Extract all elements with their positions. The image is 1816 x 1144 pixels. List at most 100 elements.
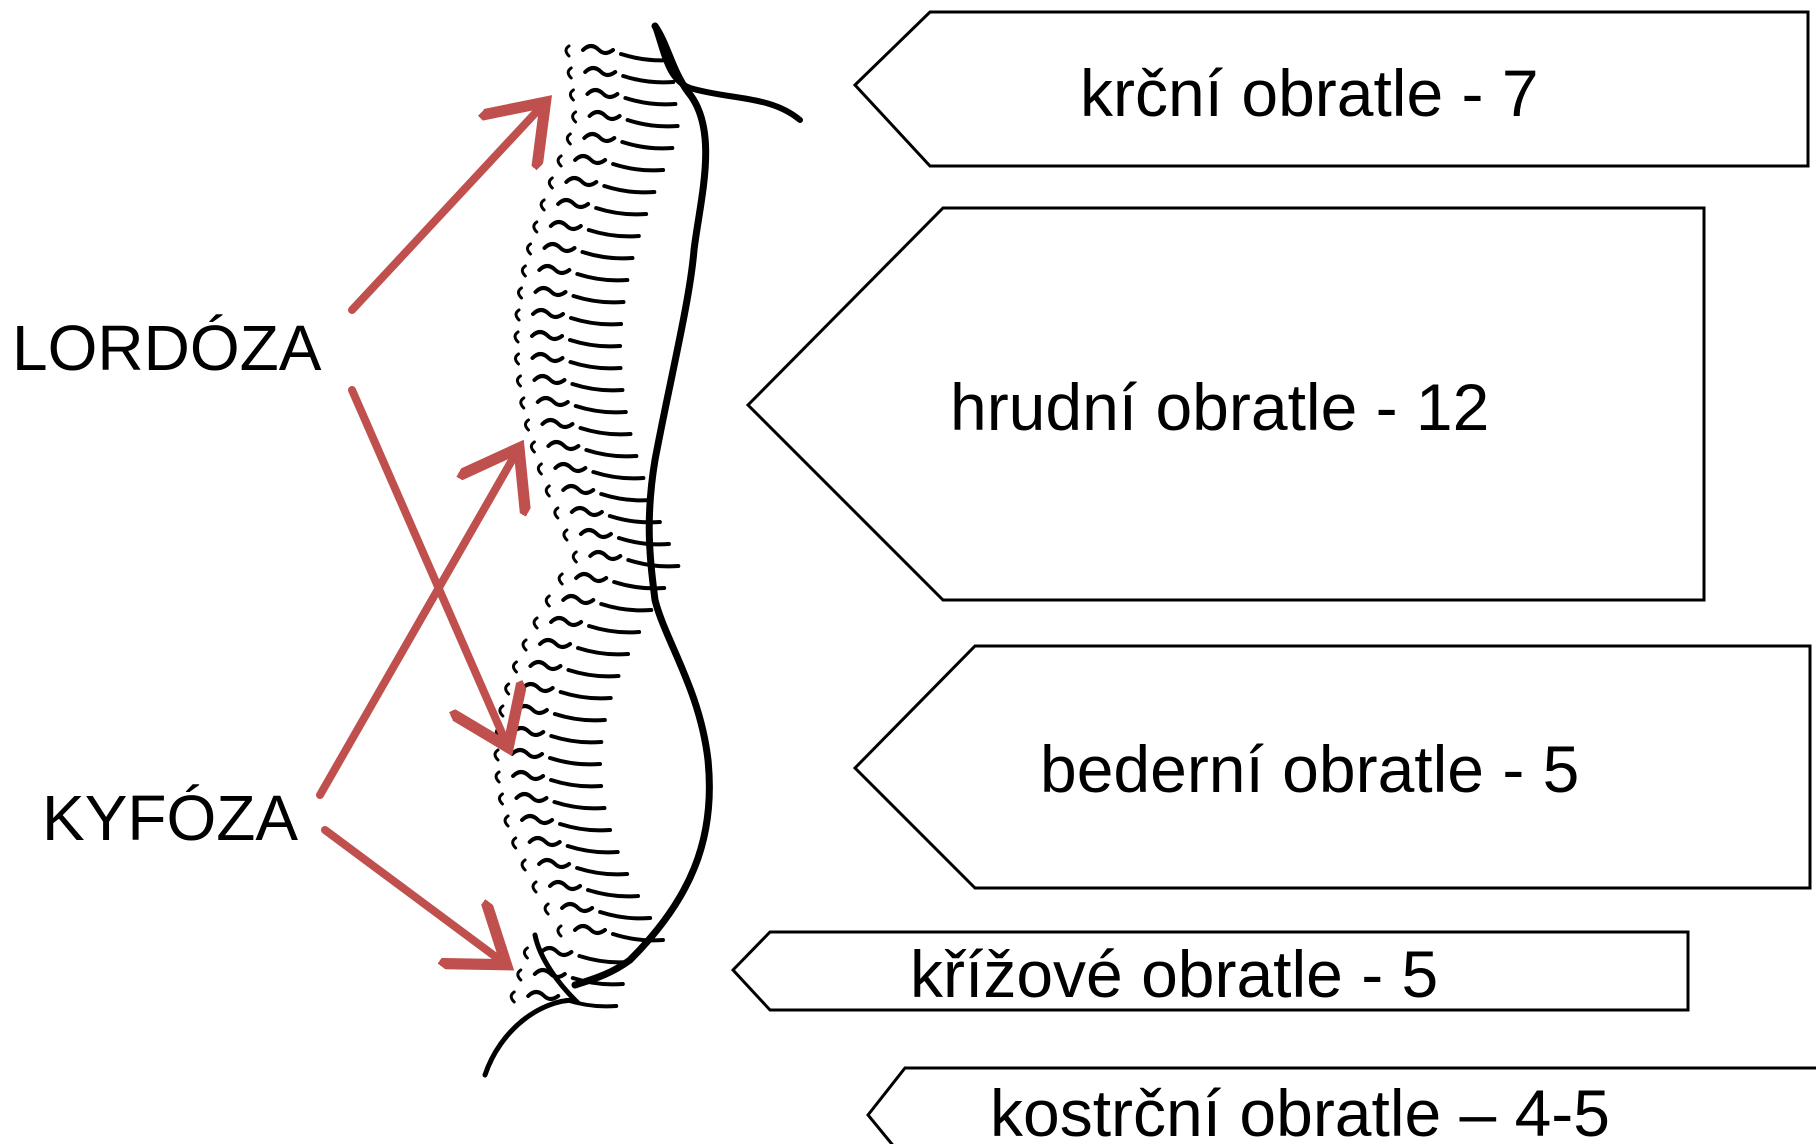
vertebra-process [570,382,625,393]
vertebra-curl [497,792,504,806]
vertebra-curl [516,968,523,982]
vertebra-process [558,690,613,701]
callout-thoracic-shape [745,206,1706,602]
curve-arrows [316,108,540,960]
occiput-outline [652,23,803,123]
vertebra-process [616,536,671,547]
vertebra-body [535,396,570,407]
vertebra-process [577,954,632,965]
vertebra-body [561,484,596,495]
vertebra-curl [532,220,539,234]
vertebra-curl [526,242,532,256]
vertebra-curl [544,594,551,608]
vertebra-curl [513,330,520,344]
vertebra-body [514,792,549,803]
region-label-coccygeal: kostrční obratle – 4-5 [990,1076,1610,1144]
callout-cervical-shape [852,10,1810,168]
vertebra-curl [556,154,563,168]
vertebra-curl [520,264,527,278]
vertebra-process [580,250,635,261]
vertebra-body [561,594,596,605]
vertebra-body [530,352,565,363]
region-labels: krční obratle - 7 hrudní obratle - 12 be… [910,56,1610,1144]
vertebra-process [591,470,646,481]
vertebra-curl [509,990,516,1004]
vertebra-process [612,580,667,591]
vertebra-body [546,440,581,451]
vertebra-process [625,118,680,129]
vertebra-curl [520,858,527,872]
vertebra-process [571,294,626,305]
vertebra-body [564,176,599,187]
vertebra-curl [562,528,569,542]
vertebra-curl [511,660,518,674]
region-label-cervical: krční obratle - 7 [1080,56,1539,130]
vertebra-process [610,932,665,943]
vertebra-body [510,748,545,759]
spine-back-outline [571,22,713,989]
vertebra-process [552,712,607,723]
vertebra-curl [547,176,554,190]
vertebra-process [598,910,653,921]
vertebra-process [623,96,678,107]
vertebra-process [599,602,654,613]
vertebra-body [532,374,567,385]
vertebra-curl [568,88,575,102]
vertebra-body [538,638,573,649]
callout-lumbar-shape [852,644,1812,890]
vertebra-process [575,866,630,877]
vertebra-process [586,888,641,899]
vertebra-process [569,316,624,327]
vertebra-curl [517,286,523,300]
region-callouts [730,10,1816,1144]
vertebra-curl [529,440,536,454]
vertebra-body [511,726,546,737]
vertebra-curl [532,616,539,630]
vertebra-curl [522,946,529,960]
vertebra-body [530,330,565,341]
vertebra-curl [523,418,530,432]
vertebra-body [569,506,604,517]
vertebra-process [565,844,620,855]
vertebra-curl [514,352,520,366]
vertebra-curl [556,924,563,938]
vertebra-curl [503,814,510,828]
vertebra-curl [543,902,550,916]
vertebra-body [578,528,613,539]
vertebra-body [572,924,607,935]
vertebra-body [548,220,583,231]
vertebra-curl [565,132,572,146]
vertebra-body [542,242,577,253]
vertebra-curl [494,770,501,784]
vertebra-body [539,946,574,957]
region-label-sacral: křížové obratle - 5 [910,937,1438,1011]
vertebra-process [573,404,628,415]
vertebra-curl [566,66,573,80]
vertebra-process [621,74,676,85]
vertebra-process [564,998,619,1009]
vertebra-body [573,154,608,165]
region-label-lumbar: bederní obratle - 5 [1040,732,1579,806]
vertebra-body [532,968,567,979]
vertebra-process [620,140,675,151]
region-label-thoracic: hrudní obratle - 12 [950,370,1489,444]
vertebra-body [553,462,588,473]
vertebra-process [576,646,631,657]
vertebra-body [533,286,568,297]
arrow-lordosis-to-cervical [348,108,540,314]
vertebra-process [602,184,657,195]
vertebra-curl [536,462,543,476]
vertebrae-group [493,44,681,1009]
vertebra-curl [519,396,526,410]
spine-illustration [482,22,803,1078]
vertebra-curl [514,308,521,322]
vertebra-body [549,616,584,627]
vertebra-body [527,836,562,847]
vertebra-process [548,756,603,767]
vertebra-curl [571,550,578,564]
vertebra-curl [539,198,546,212]
vertebra-body [537,858,572,869]
vertebra-curl [571,110,578,124]
vertebra-body [585,88,620,99]
vertebra-process [552,800,607,811]
